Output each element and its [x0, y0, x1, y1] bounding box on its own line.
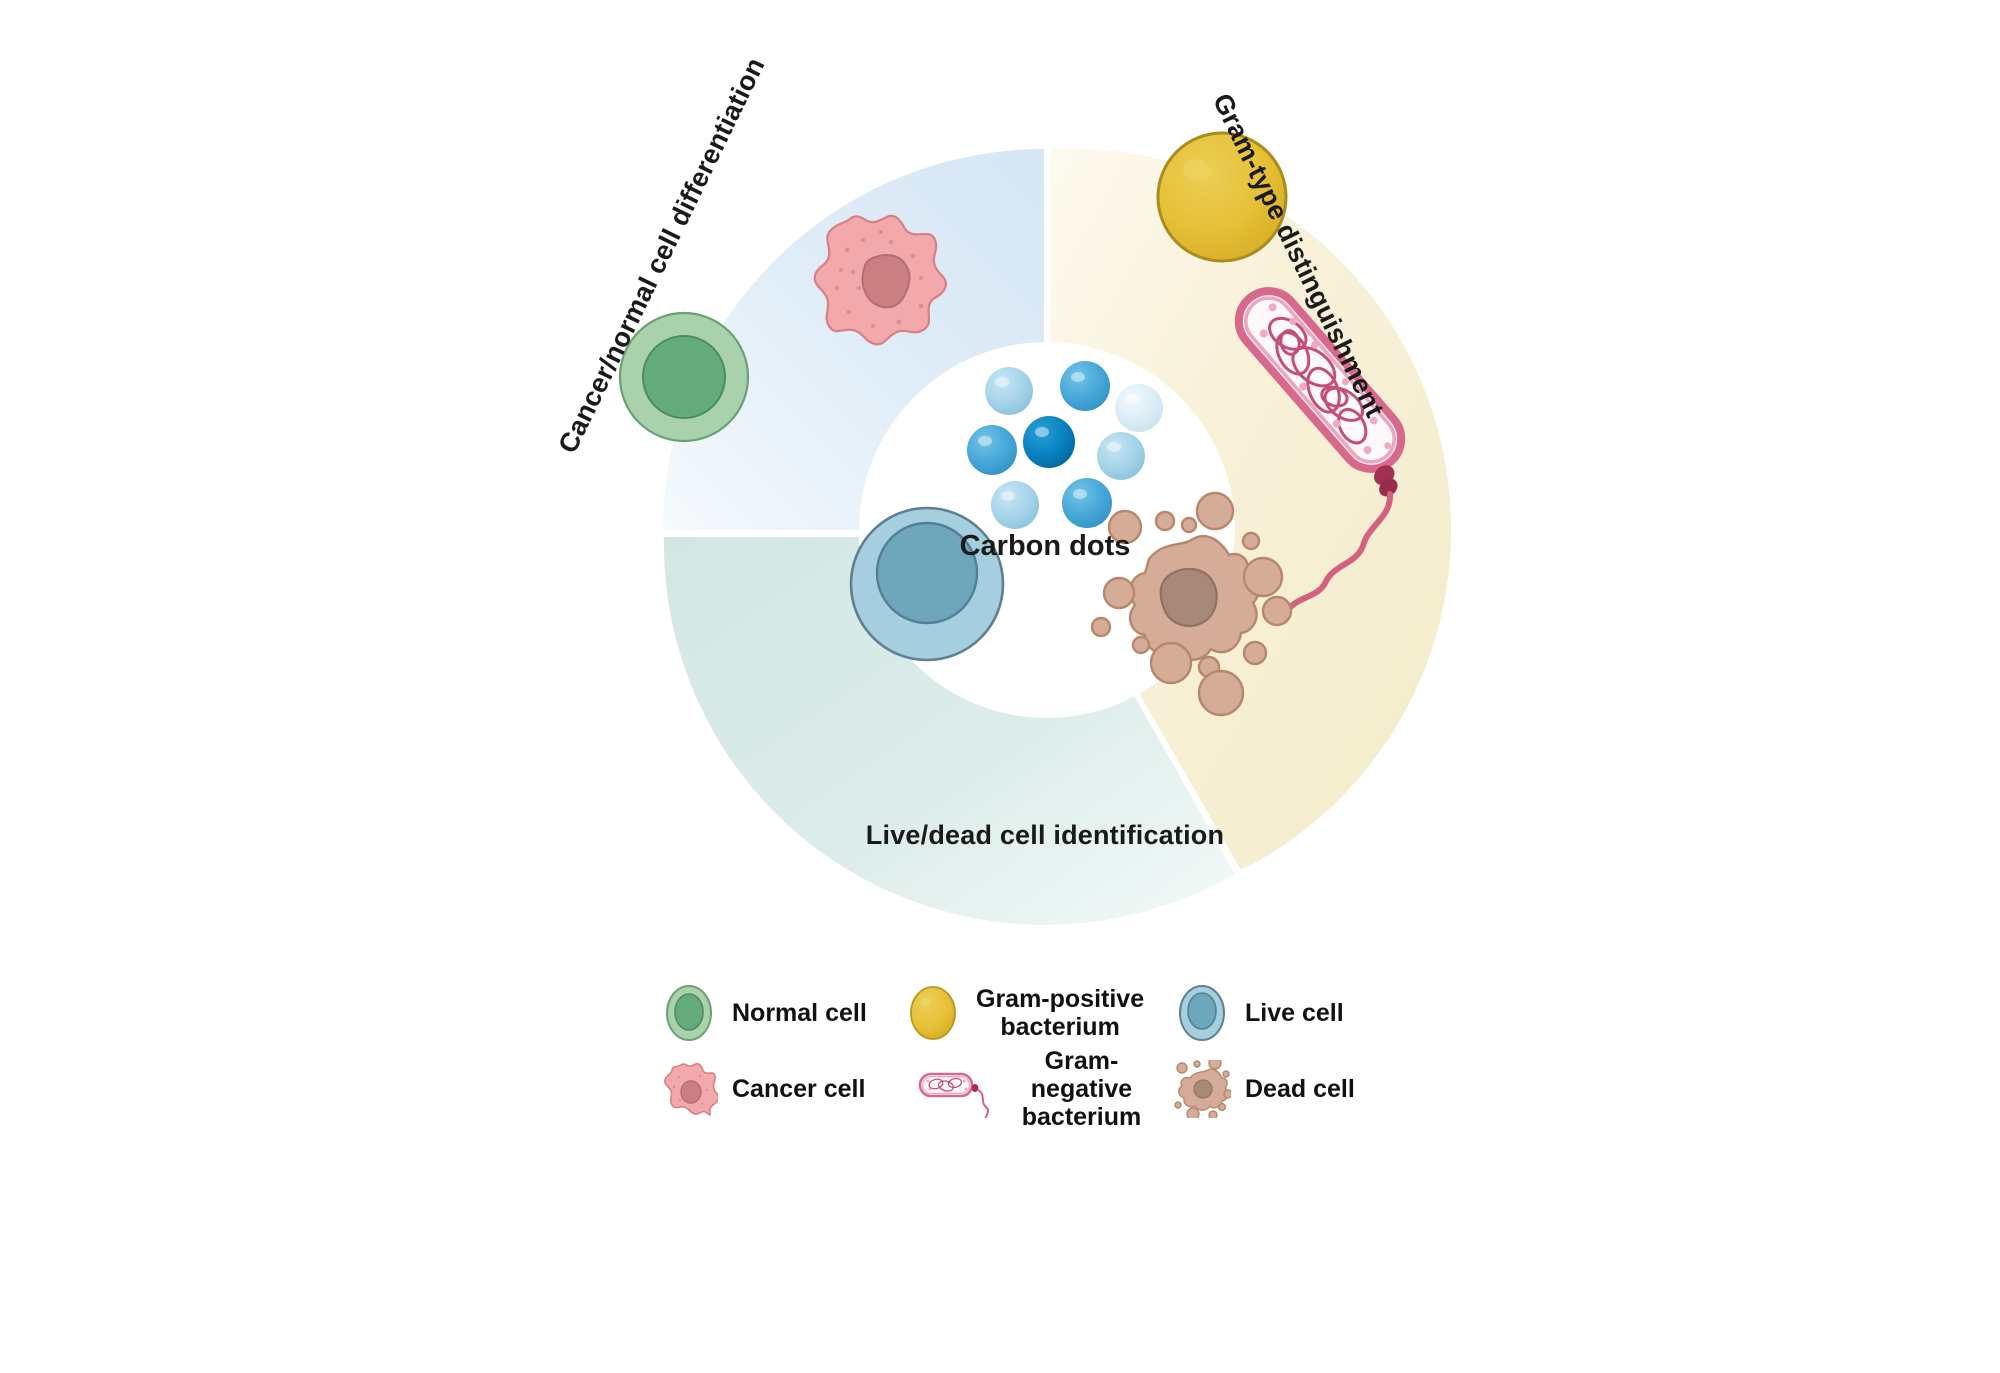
gram-negative-icon	[918, 1072, 989, 1118]
gram-negative-icon	[1234, 287, 1406, 618]
normal-cell-icon	[618, 311, 750, 443]
legend-item-gram-negative: Gram-negative bacterium	[904, 1047, 1159, 1131]
sector-label-live-dead: Live/dead cell identification	[865, 820, 1225, 850]
legend-item-cancer-cell: Cancer cell	[660, 1051, 890, 1127]
center-label: Carbon dots	[959, 530, 1131, 562]
legend-label: Dead cell	[1245, 1075, 1355, 1103]
carbon-dots-cluster	[967, 361, 1163, 529]
cancer-cell-icon	[664, 1062, 718, 1116]
live-cell-icon	[1179, 985, 1225, 1041]
legend-item-gram-positive: Gram-positive bacterium	[904, 975, 1159, 1051]
legend-item-live-cell: Live cell	[1173, 975, 1403, 1051]
legend-label: Gram-negative bacterium	[1004, 1047, 1159, 1131]
legend-label-line2: bacterium	[1021, 1103, 1142, 1131]
legend-item-dead-cell: Dead cell	[1173, 1051, 1403, 1127]
donut-wheel-svg	[618, 131, 1452, 925]
legend-label: Gram-positive bacterium	[976, 985, 1144, 1041]
legend-label-line2: bacterium	[1000, 1013, 1120, 1041]
normal-cell-icon	[666, 985, 712, 1041]
dead-cell-icon	[1174, 1060, 1231, 1118]
legend-item-normal-cell: Normal cell	[660, 975, 890, 1051]
legend-label: Live cell	[1245, 999, 1344, 1027]
gram-positive-icon	[1156, 131, 1288, 263]
live-cell-icon	[849, 506, 1005, 662]
legend-label: Normal cell	[732, 999, 867, 1027]
dead-cell-icon	[1090, 491, 1293, 717]
cancer-cell-icon	[813, 214, 947, 346]
legend-label-line1: Gram-positive	[976, 985, 1145, 1013]
legend-label-line1: Gram-negative	[1030, 1047, 1133, 1103]
gram-positive-icon	[910, 986, 956, 1040]
legend-label: Cancer cell	[732, 1075, 866, 1103]
donut-wheel: Carbon dots Cancer/normal cell different…	[552, 53, 1530, 925]
sector-gram-type[interactable]	[1050, 148, 1452, 870]
legend: Normal cell Gram-positive bacterium	[660, 975, 1440, 1131]
